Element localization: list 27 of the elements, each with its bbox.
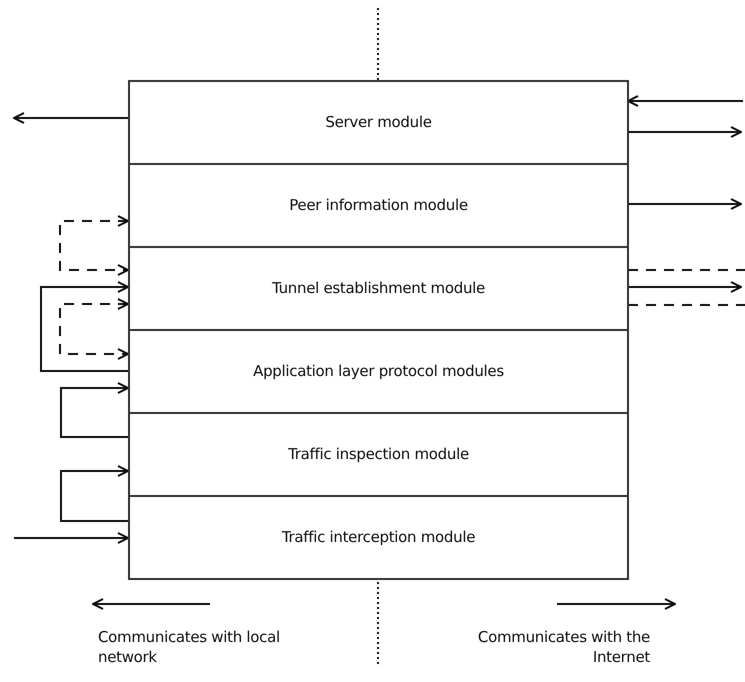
module-box	[128, 412, 629, 497]
module-box	[128, 329, 629, 414]
module-box	[128, 246, 629, 331]
arrow	[628, 281, 742, 293]
arrow	[60, 465, 129, 522]
note-text: Communicates with local network	[98, 627, 281, 667]
module-label: Tunnel establishment module	[272, 278, 485, 300]
arrow	[40, 281, 129, 372]
arrow	[59, 215, 129, 276]
arrow	[628, 126, 742, 138]
module-label: Server module	[325, 112, 432, 134]
arrow	[59, 298, 129, 360]
arrow	[627, 95, 743, 107]
arrow	[14, 532, 129, 544]
arrow	[13, 112, 128, 124]
module-box	[128, 80, 629, 165]
arrow	[628, 198, 742, 210]
module-box	[128, 163, 629, 248]
module-label: Traffic inspection module	[288, 444, 469, 466]
module-label: Application layer protocol modules	[253, 361, 504, 382]
module-box	[128, 495, 629, 580]
module-label: Traffic interception module	[282, 527, 476, 548]
connector-line	[628, 304, 745, 306]
module-label: Peer information module	[289, 195, 468, 216]
arrow	[60, 382, 129, 438]
connector-line	[628, 269, 745, 271]
note-text: Communicates with the Internet	[476, 627, 650, 667]
